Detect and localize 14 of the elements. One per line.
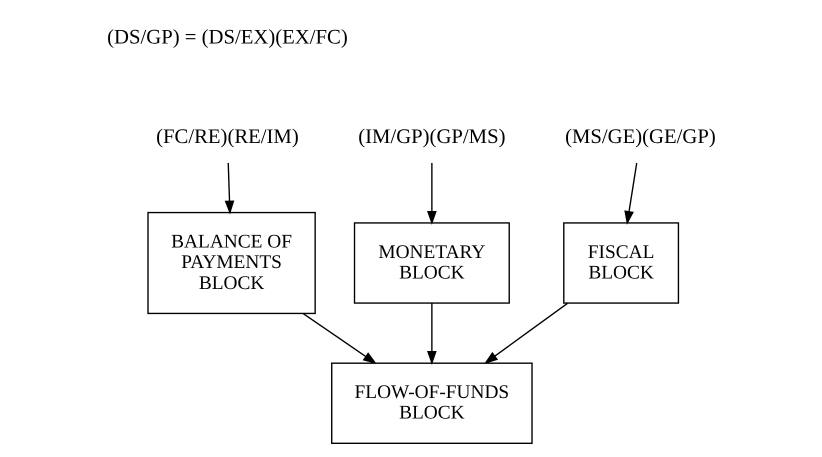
arrow xyxy=(426,303,436,365)
arrow xyxy=(624,162,637,225)
arrow xyxy=(484,302,568,364)
node-text: (FC/RE)(RE/IM) xyxy=(156,126,298,148)
arrow xyxy=(426,162,436,225)
node-text: (IM/GP)(GP/MS) xyxy=(358,126,505,148)
node-box: FISCAL BLOCK xyxy=(562,222,679,304)
arrow xyxy=(224,162,234,214)
node-box: BALANCE OF PAYMENTS BLOCK xyxy=(146,212,316,314)
node-text: (MS/GE)(GE/GP) xyxy=(564,126,716,148)
node-box: MONETARY BLOCK xyxy=(353,222,510,304)
node-box: FLOW-OF-FUNDS BLOCK xyxy=(330,362,532,444)
label: (DS/GP) = (DS/EX)(EX/FC) xyxy=(106,26,348,48)
arrow xyxy=(302,313,376,364)
